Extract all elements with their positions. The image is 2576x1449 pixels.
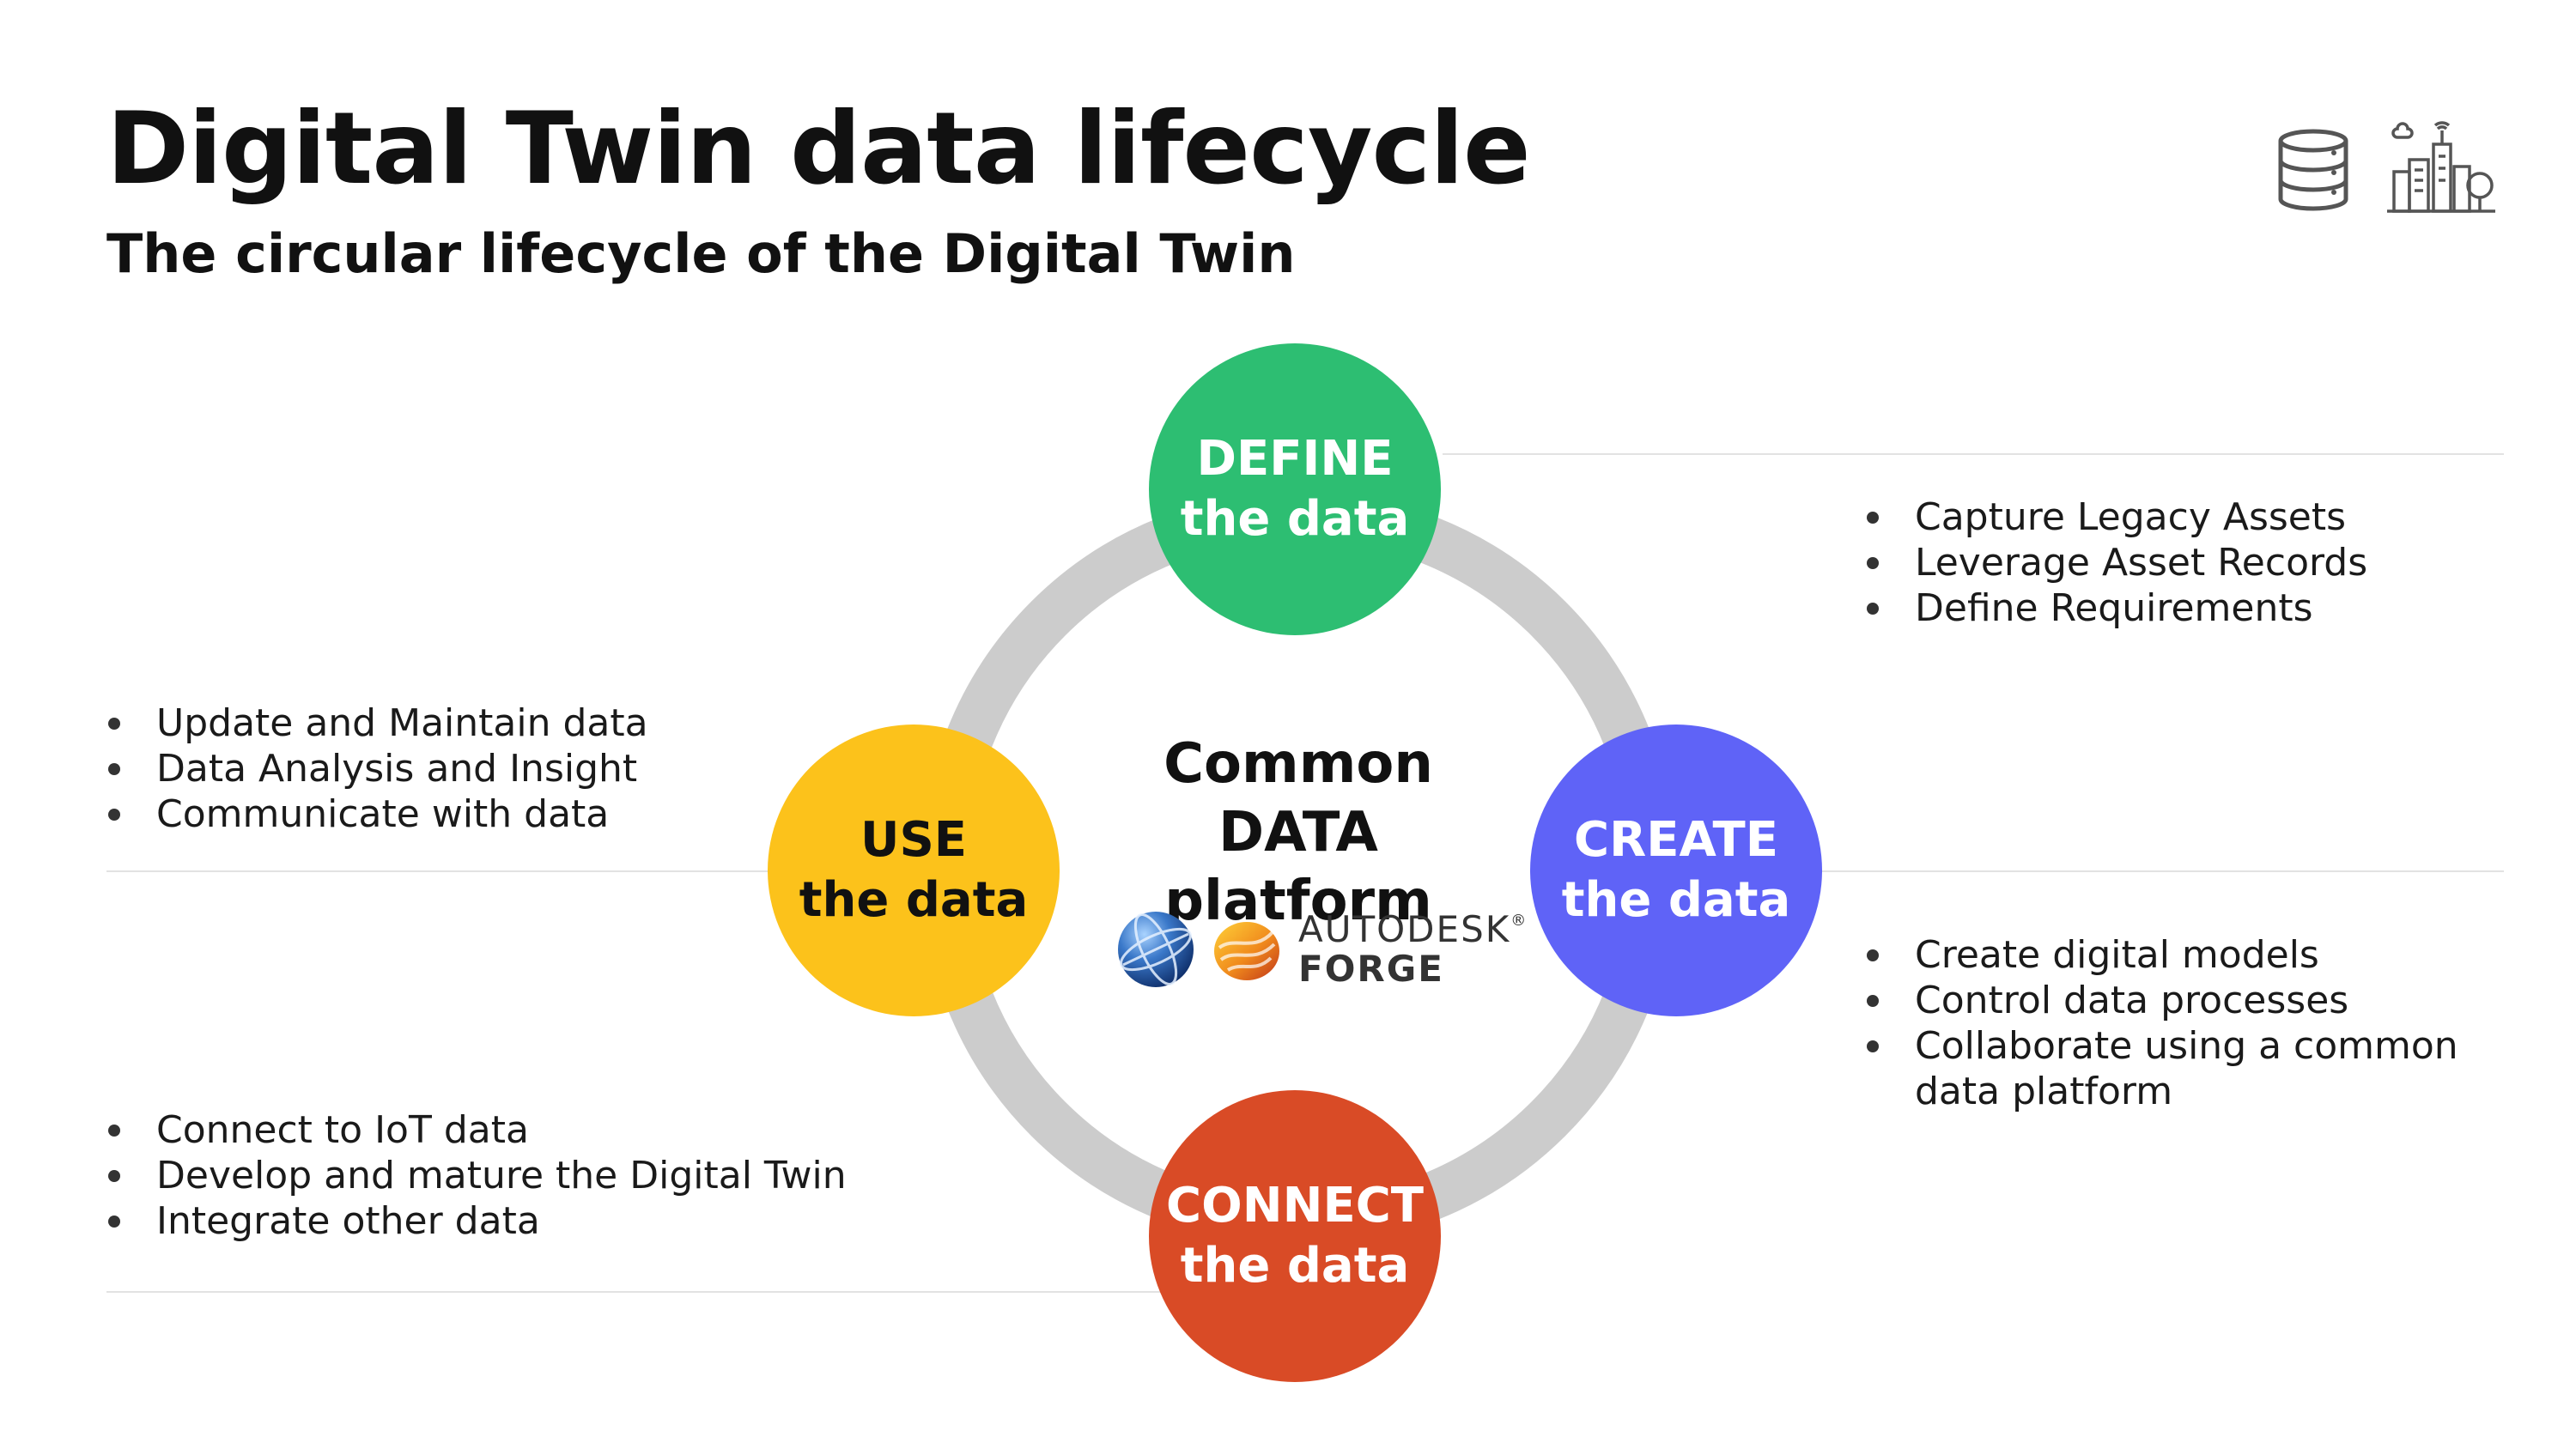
create-list: Create digital models Control data proce… <box>1862 932 2458 1114</box>
database-icon <box>2274 127 2353 213</box>
registered-mark: ® <box>1510 912 1528 930</box>
list-item: Communicate with data <box>103 791 648 837</box>
page-title: Digital Twin data lifecycle <box>106 91 1531 207</box>
divider-bottom-left <box>106 1291 1175 1293</box>
list-item: Capture Legacy Assets <box>1862 494 2367 540</box>
list-item: Update and Maintain data <box>103 700 648 746</box>
stage-use: USE the data <box>768 724 1060 1016</box>
list-item: Connect to IoT data <box>103 1107 847 1153</box>
define-list: Capture Legacy Assets Leverage Asset Rec… <box>1862 494 2367 631</box>
forge-flame-logo-icon <box>1211 913 1283 985</box>
stage-connect-sublabel: the data <box>1180 1238 1410 1294</box>
stage-connect-label: CONNECT <box>1166 1178 1424 1234</box>
smart-city-icon <box>2385 118 2497 215</box>
stage-use-label: USE <box>860 812 968 868</box>
stage-define: DEFINE the data <box>1149 343 1441 635</box>
list-item: Develop and mature the Digital Twin <box>103 1153 847 1198</box>
connect-list: Connect to IoT data Develop and mature t… <box>103 1107 847 1244</box>
list-item-line1: Collaborate using a common <box>1915 1024 2458 1068</box>
center-title: Common DATA platform <box>1084 730 1513 936</box>
list-item-line2: data platform <box>1915 1070 2173 1113</box>
forge-logo-text: FORGE <box>1298 948 1444 990</box>
list-item: Integrate other data <box>103 1198 847 1244</box>
page-subtitle: The circular lifecycle of the Digital Tw… <box>106 222 1296 285</box>
stage-connect: CONNECT the data <box>1149 1090 1441 1382</box>
divider-middle-left <box>106 870 850 872</box>
globe-logo-icon <box>1115 908 1197 991</box>
autodesk-wordmark: AUTODESK <box>1298 908 1511 950</box>
center-title-line2: platform <box>1164 870 1432 933</box>
list-item: Create digital models <box>1862 932 2458 978</box>
center-title-line1: Common DATA <box>1163 732 1433 864</box>
stage-use-sublabel: the data <box>799 872 1029 928</box>
stage-define-label: DEFINE <box>1196 431 1394 487</box>
stage-define-sublabel: the data <box>1180 491 1410 547</box>
list-item: Data Analysis and Insight <box>103 746 648 791</box>
list-item: Leverage Asset Records <box>1862 540 2367 585</box>
autodesk-logo-text: AUTODESK® <box>1298 908 1528 950</box>
stage-create-label: CREATE <box>1574 812 1778 868</box>
list-item: Control data processes <box>1862 978 2458 1023</box>
use-list: Update and Maintain data Data Analysis a… <box>103 700 648 837</box>
stage-create-sublabel: the data <box>1561 872 1791 928</box>
list-item: Define Requirements <box>1862 585 2367 631</box>
list-item: Collaborate using a common data platform <box>1862 1023 2458 1114</box>
divider-middle-right <box>1803 870 2504 872</box>
divider-top-right <box>1443 453 2504 455</box>
stage-create: CREATE the data <box>1530 724 1822 1016</box>
